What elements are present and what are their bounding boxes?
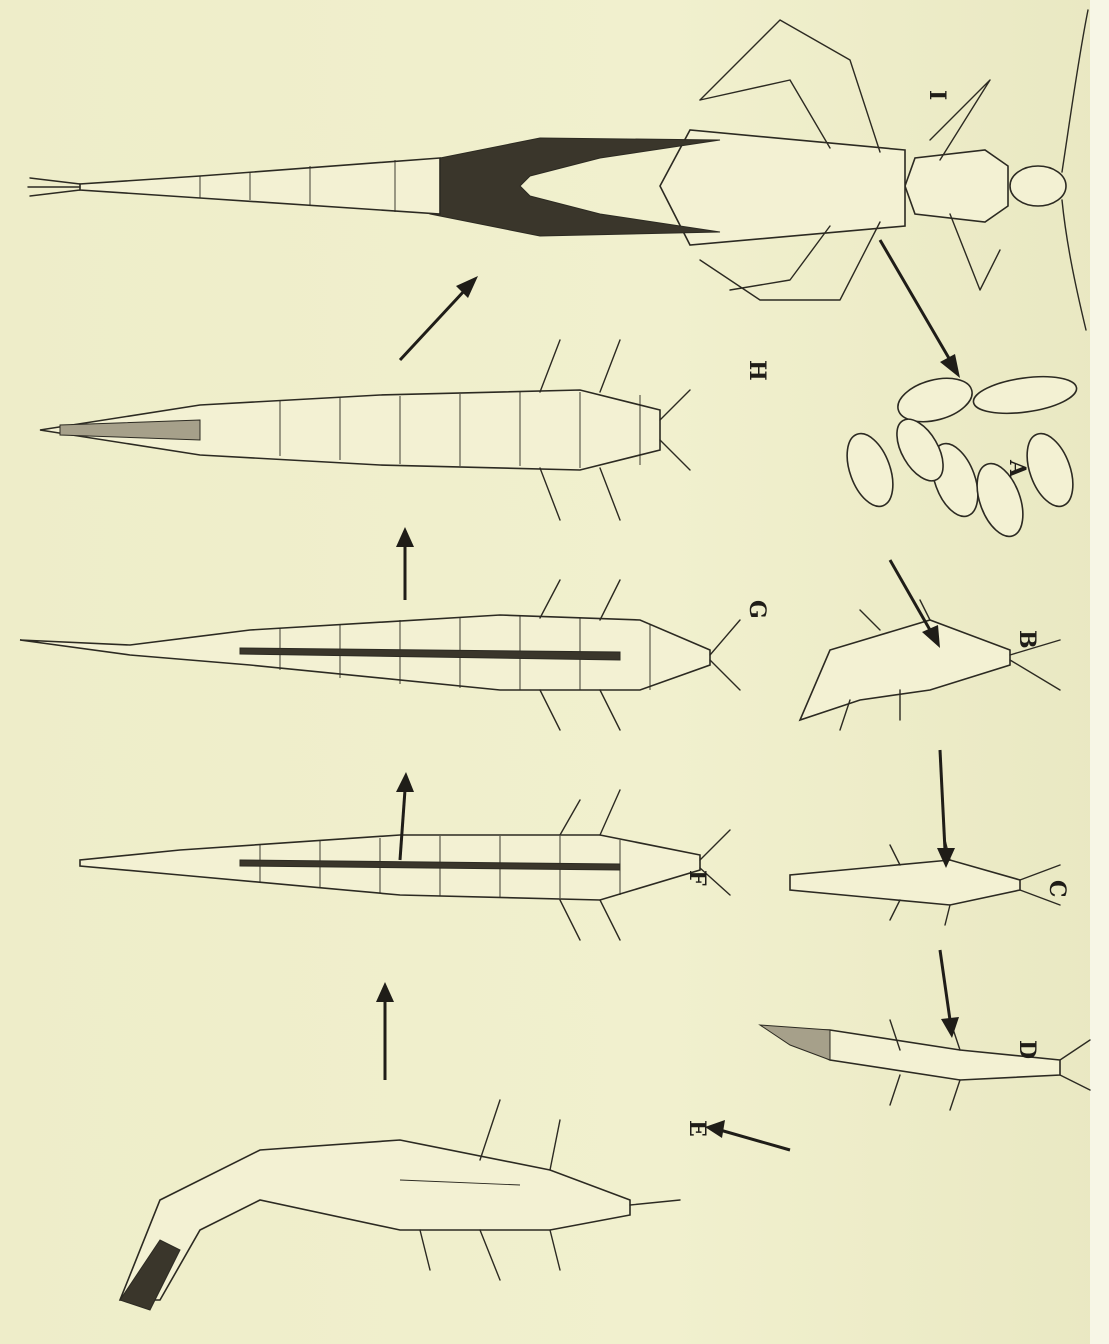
arrow-i-to-a bbox=[880, 240, 950, 360]
label-b: B bbox=[1014, 630, 1040, 649]
adult-antenna-right bbox=[1062, 10, 1088, 172]
arrow-c-to-d bbox=[940, 950, 950, 1020]
egg-3 bbox=[838, 427, 902, 512]
label-g: G bbox=[744, 600, 770, 619]
stage-g-nymph: G bbox=[20, 580, 770, 730]
stage-f-larva: F bbox=[80, 790, 730, 940]
paper-edge bbox=[1090, 0, 1109, 1344]
stage-d-larva: D bbox=[760, 1020, 1090, 1110]
egg-1 bbox=[971, 371, 1079, 419]
label-h: H bbox=[744, 360, 770, 381]
label-i: I bbox=[924, 90, 950, 100]
label-a: A bbox=[1004, 459, 1030, 478]
adult-antenna-left bbox=[1062, 200, 1086, 330]
adult-abdomen bbox=[80, 158, 440, 214]
label-d: D bbox=[1014, 1040, 1040, 1059]
adult-prothorax bbox=[905, 150, 1008, 222]
stage-b-larva: B bbox=[800, 600, 1060, 730]
adult-leg-1 bbox=[700, 20, 880, 152]
arrow-h-to-i bbox=[400, 290, 465, 360]
arrow-b-to-c bbox=[940, 750, 945, 850]
adult-leg-5 bbox=[950, 214, 1000, 290]
arrow-a-to-b bbox=[890, 560, 930, 630]
arrow-d-to-e bbox=[720, 1130, 790, 1150]
c-body bbox=[790, 860, 1020, 905]
adult-head bbox=[1010, 166, 1066, 206]
stage-e-larva: E bbox=[120, 1100, 710, 1310]
b-body bbox=[800, 620, 1010, 720]
e-body bbox=[120, 1140, 630, 1300]
stage-c-larva: C bbox=[790, 840, 1070, 925]
label-c: C bbox=[1044, 880, 1070, 898]
stage-a-eggs: A bbox=[838, 371, 1082, 543]
label-e: E bbox=[684, 1120, 710, 1137]
stage-h-nymph: H bbox=[40, 340, 770, 520]
d-tail bbox=[760, 1025, 830, 1060]
adult-thorax bbox=[660, 130, 905, 245]
stage-i-adult: I bbox=[28, 10, 1088, 330]
label-f: F bbox=[684, 870, 710, 886]
